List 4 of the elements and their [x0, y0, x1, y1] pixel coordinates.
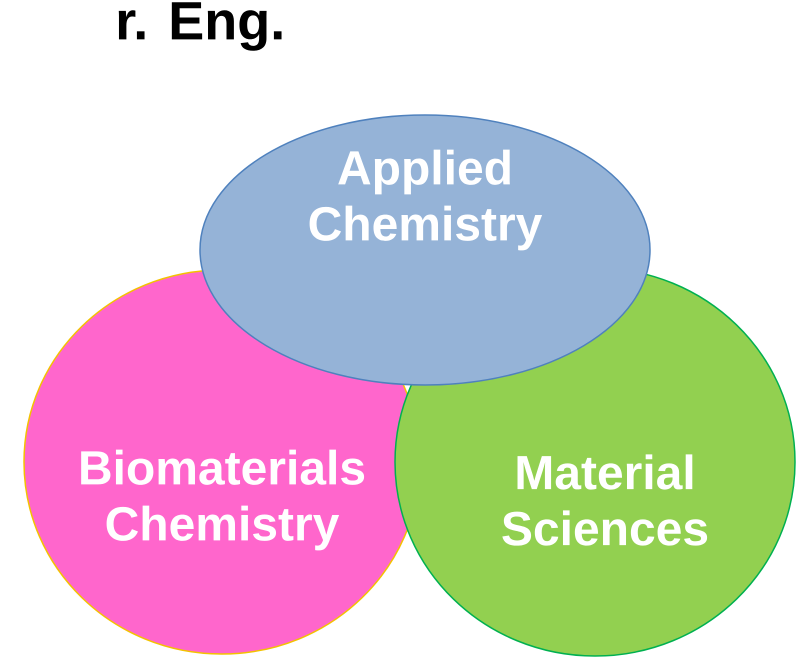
- circle-label: Material Sciences: [502, 454, 708, 546]
- title: r. Eng.: [118, 2, 282, 51]
- circle-label: Applied Chemistry: [310, 150, 542, 250]
- circle-label: Biomaterials Chemistry: [81, 450, 364, 550]
